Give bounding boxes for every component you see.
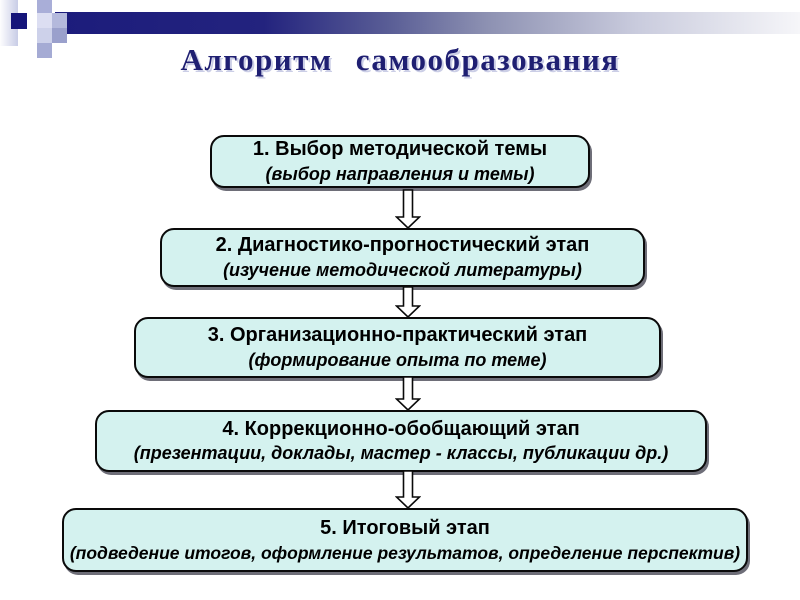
step-detail: (изучение методической литературы) <box>223 259 582 280</box>
corner-pixel-square <box>37 13 52 28</box>
down-arrow-icon <box>395 286 421 318</box>
flow-step-1: 1. Выбор методической темы (выбор направ… <box>210 135 590 188</box>
step-detail: (презентации, доклады, мастер - классы, … <box>133 443 669 464</box>
flow-step-3: 3. Организационно-практический этап (фор… <box>134 317 661 378</box>
down-arrow-icon <box>395 376 421 411</box>
corner-pixel-square <box>52 28 67 43</box>
flow-step-2: 2. Диагностико-прогностический этап (изу… <box>160 228 645 287</box>
down-arrow-icon <box>395 189 421 229</box>
flow-step-4: 4. Коррекционно-обобщающий этап (презент… <box>95 410 707 472</box>
step-label: 1. Выбор методической темы <box>252 138 548 161</box>
step-label: 4. Коррекционно-обобщающий этап <box>222 417 580 440</box>
flow-step-5: 5. Итоговый этап (подведение итогов, офо… <box>62 508 748 572</box>
step-label: 3. Организационно-практический этап <box>207 324 588 347</box>
corner-pixel-square <box>37 43 52 58</box>
corner-pixel-square <box>11 13 27 29</box>
header-gradient-bar <box>55 12 800 34</box>
step-detail: (выбор направления и темы) <box>265 163 535 184</box>
corner-pixel-square <box>37 0 52 13</box>
step-label: 2. Диагностико-прогностический этап <box>215 234 590 257</box>
step-detail: (формирование опыта по теме) <box>248 349 547 370</box>
step-label: 5. Итоговый этап <box>320 517 490 539</box>
down-arrow-icon <box>395 470 421 509</box>
step-detail: (подведение итогов, оформление результат… <box>69 542 741 563</box>
corner-pixel-square <box>37 28 52 43</box>
corner-pixel-square <box>52 13 67 28</box>
slide-title: Алгоритм самообразования <box>180 42 620 77</box>
corner-gradient-bar <box>0 0 18 46</box>
